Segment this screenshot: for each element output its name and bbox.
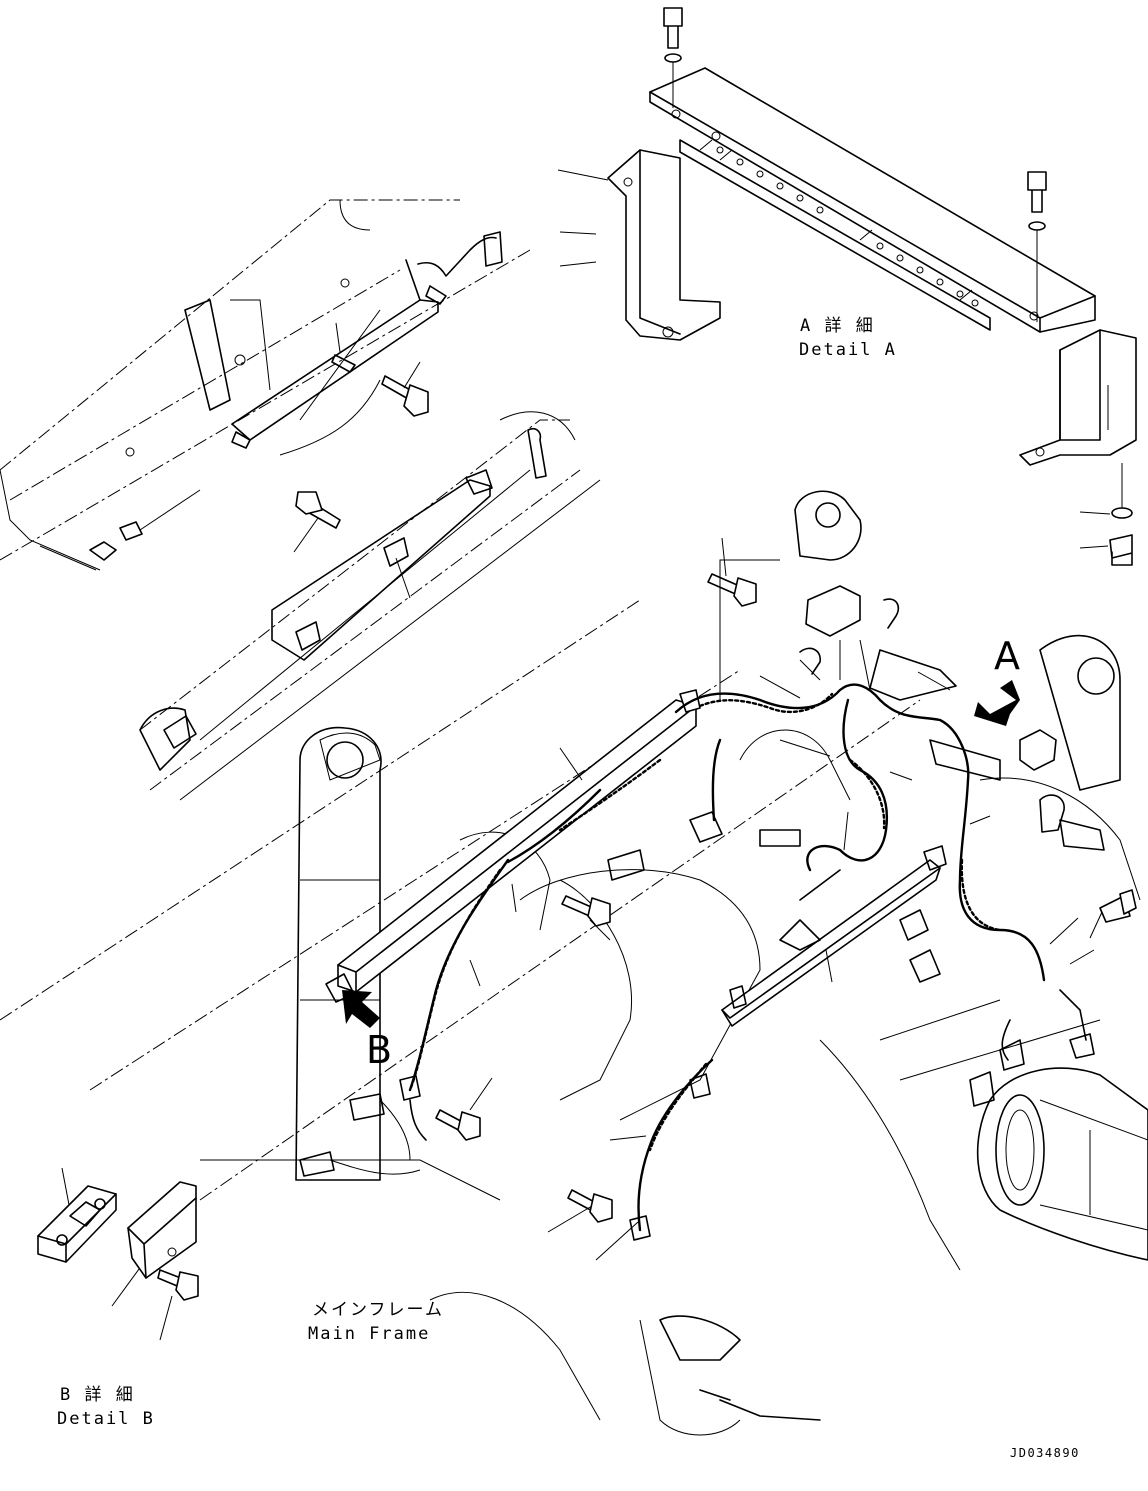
view-arrow-b <box>342 990 380 1028</box>
middle-bolt <box>163 491 411 749</box>
detail-a-label-en: Detail A <box>799 340 897 360</box>
main-frame-bolts <box>435 537 1137 1233</box>
view-marker-b: B <box>366 1028 393 1072</box>
drawing-code: JD034890 <box>1010 1446 1080 1460</box>
main-frame-label-en: Main Frame <box>308 1324 431 1344</box>
detail-a-label-jp: A 詳 細 <box>800 316 875 336</box>
long-cover-bar <box>325 689 701 1003</box>
valve-cluster <box>299 585 1105 1421</box>
view-marker-a: A <box>994 634 1020 678</box>
main-leaders <box>61 671 1095 1341</box>
upper-hose-fittings <box>39 489 201 571</box>
detail-b-label-en: Detail B <box>57 1409 155 1429</box>
detail-b-bolt <box>157 1269 199 1301</box>
view-arrow-a <box>974 680 1020 726</box>
detail-a-leaders <box>557 169 1111 549</box>
main-frame-label-jp: メインフレーム <box>312 1300 444 1320</box>
upper-bolt <box>335 322 429 417</box>
main-frame-body <box>0 490 1141 1436</box>
detail-b-label-jp: B 詳 細 <box>60 1385 135 1405</box>
detail-a-frame-bar <box>649 67 1096 333</box>
upper-cable-cover-plate <box>231 231 503 456</box>
middle-cable-cover-plate <box>199 427 547 741</box>
detail-b-clip <box>37 1185 117 1263</box>
detail-a-bracket <box>607 149 721 341</box>
detail-b-bracket <box>127 1181 197 1279</box>
upper-boom-outline <box>0 199 531 571</box>
wiring-harness <box>399 683 1046 1241</box>
detail-a-bolts <box>663 7 1047 322</box>
detail-a-side-bracket <box>1019 329 1137 566</box>
lower-cover-bar <box>721 845 947 1027</box>
axle-housing <box>976 1067 1148 1261</box>
middle-boom-outline <box>139 411 601 801</box>
